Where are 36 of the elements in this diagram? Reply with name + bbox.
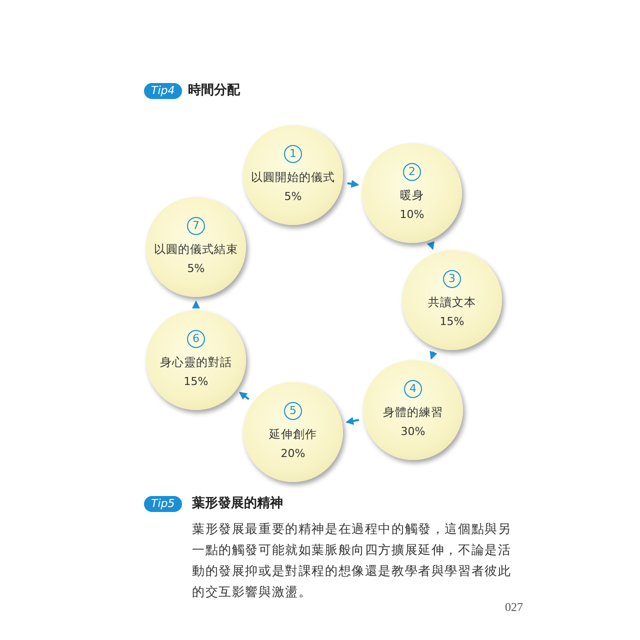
- title: 時間分配: [188, 82, 240, 100]
- circle-node: [402, 250, 502, 350]
- time-percent: 30%: [400, 424, 426, 440]
- arrow: [192, 300, 200, 308]
- time-percent: 5%: [284, 189, 302, 205]
- circle-node: [243, 125, 343, 225]
- time-percent: 10%: [400, 207, 424, 223]
- step-number: 4: [404, 380, 422, 398]
- step-name: 以圓的儀式結束: [154, 241, 238, 257]
- arrow: [238, 392, 250, 400]
- tip-badge: Tip4: [144, 83, 182, 99]
- step-name: 共讀文本: [428, 294, 476, 310]
- step-name: 延伸創作: [269, 426, 317, 442]
- arrow: [346, 417, 360, 425]
- step-number: 2: [403, 163, 421, 181]
- step-number: 3: [443, 270, 461, 288]
- time-percent: 5%: [187, 261, 205, 277]
- time-percent: 15%: [184, 374, 208, 390]
- step-number: 1: [284, 145, 302, 163]
- section-heading: 葉形發展的精神: [192, 495, 283, 513]
- step-number: 7: [187, 217, 205, 235]
- step-number: 5: [284, 402, 302, 420]
- step-name: 身心靈的對話: [160, 354, 232, 370]
- body-paragraph: 葉形發展最重要的精神是在過程中的觸發，這個點與另一點的觸發可能就如葉脈般向四方擴展延伸，不論是活動的發展抑或是對課程的想像還是教學者與學習者彼此的交互影響與激盪。: [192, 520, 512, 601]
- arrow: [430, 350, 438, 360]
- time-percent: 20%: [280, 446, 306, 462]
- time-percent: 15%: [440, 314, 464, 330]
- step-name: 暖身: [400, 187, 424, 203]
- arrow: [347, 180, 360, 188]
- circle-node: [243, 382, 343, 482]
- step-name: 身體的練習: [383, 404, 443, 420]
- step-number: 6: [187, 330, 205, 348]
- arrow: [426, 241, 434, 250]
- tip-badge: Tip5: [144, 496, 182, 512]
- page-number: 027: [505, 600, 523, 615]
- step-name: 以圓開始的儀式: [251, 169, 335, 185]
